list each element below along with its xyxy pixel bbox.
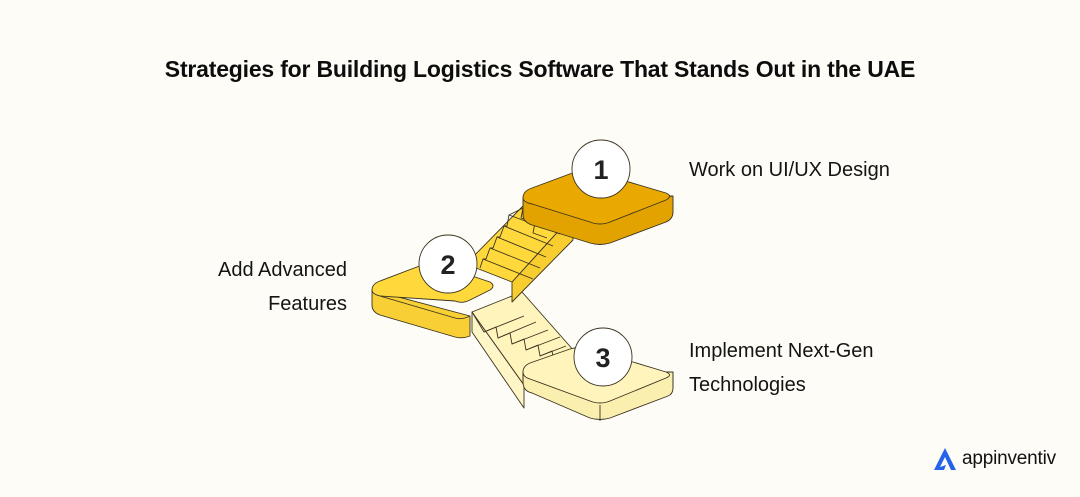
step-2-label-line-1: Add Advanced: [218, 259, 347, 281]
step-circle-2: 2: [418, 234, 478, 294]
step-3-label-line-1: Implement Next-Gen: [689, 340, 874, 362]
step-3-label: Implement Next-Gen Technologies: [689, 334, 874, 402]
page-title: Strategies for Building Logistics Softwa…: [164, 56, 916, 82]
logo-text: appinventiv: [962, 448, 1056, 469]
step-circle-1: 1: [571, 139, 631, 199]
appinventiv-logo: appinventiv: [932, 446, 1056, 472]
step-number-2: 2: [440, 250, 455, 280]
step-1-label-line-1: Work on UI/UX Design: [689, 159, 890, 181]
step-number-3: 3: [595, 343, 610, 373]
appinventiv-a-icon: [934, 448, 956, 470]
step-number-1: 1: [593, 155, 608, 185]
step-3-label-line-2: Technologies: [689, 374, 806, 396]
step-1-label: Work on UI/UX Design: [689, 153, 890, 187]
step-circle-3: 3: [573, 327, 633, 387]
step-2-label-line-2: Features: [268, 293, 347, 315]
step-2-label: Add Advanced Features: [140, 253, 347, 321]
